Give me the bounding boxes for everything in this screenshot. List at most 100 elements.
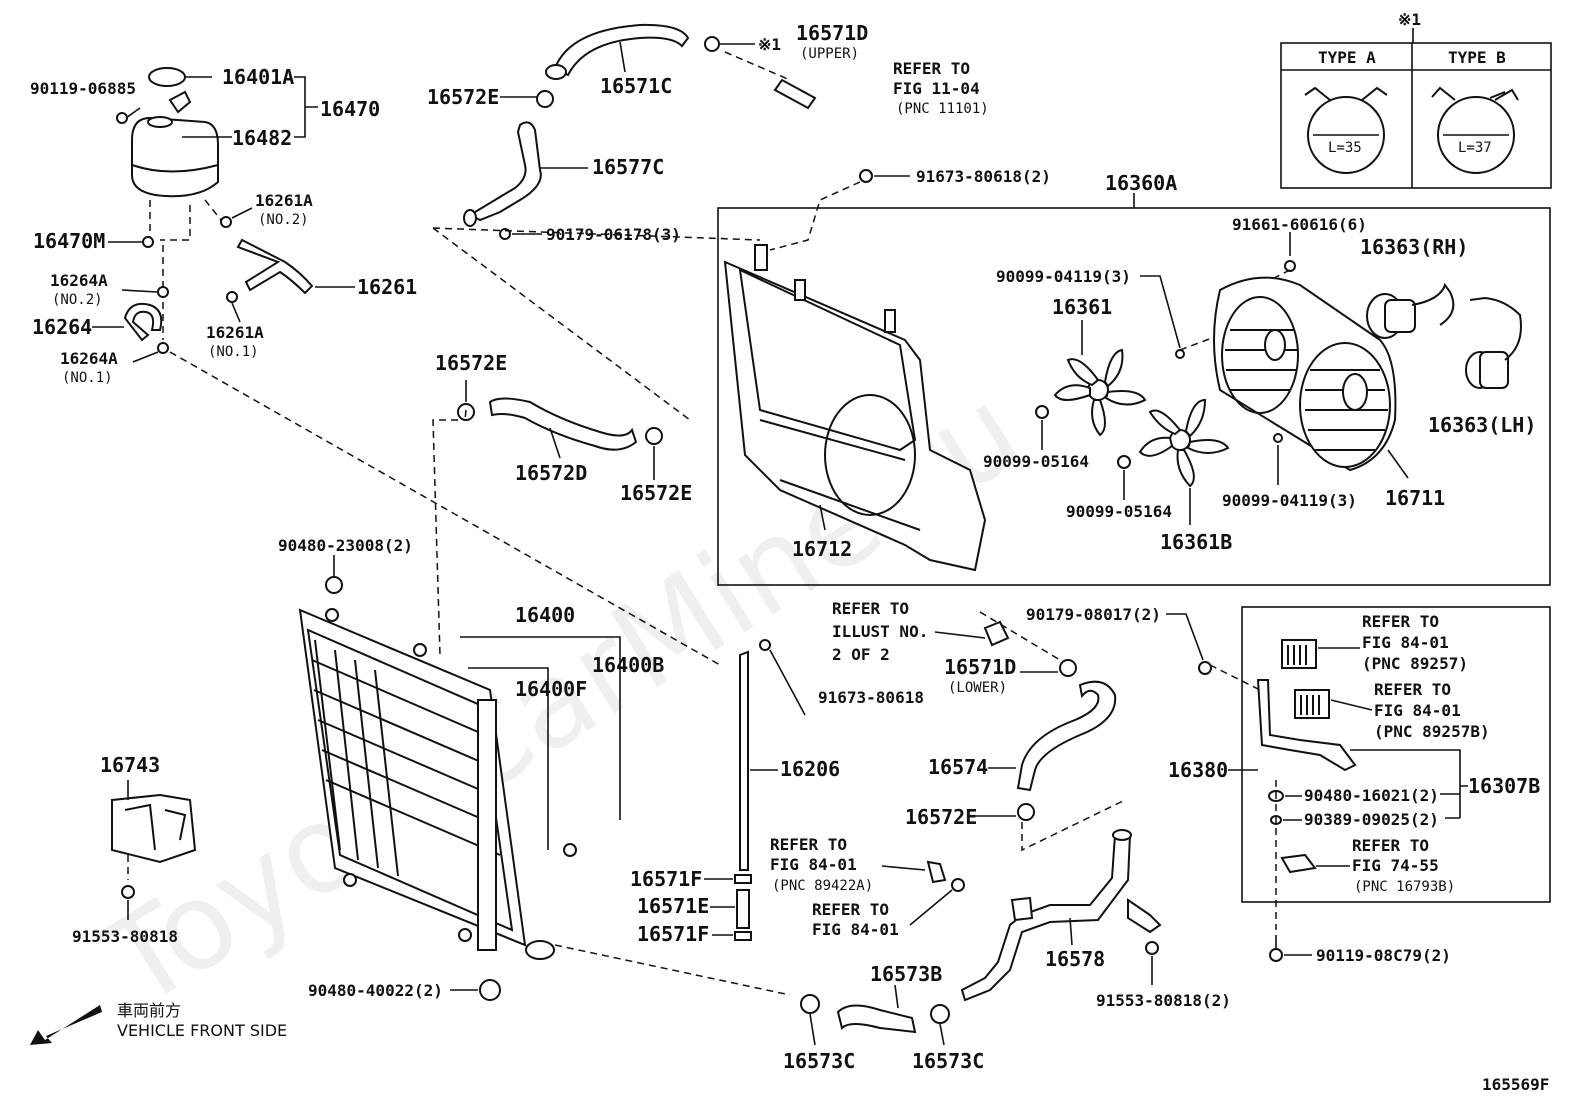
ref-11-04-line3: (PNC 11101) [896,101,989,117]
label-16261A-no1: 16261A [206,323,264,342]
ref-89257-line1: REFER TO [1362,612,1439,631]
ref-89257-line3: (PNC 89257) [1362,654,1468,673]
label-90389-09025: 90389-09025(2) [1304,810,1439,829]
ref-89422A-line2: FIG 84-01 [770,855,857,874]
clip-icon [704,36,720,52]
label-no1-a: (NO.1) [208,344,259,360]
hose-16571C [553,23,690,77]
label-91553-80818-b: 91553-80818(2) [1096,991,1231,1010]
label-no2-b: (NO.2) [52,292,103,308]
label-16307B: 16307B [1468,774,1540,798]
drain-plug-icon [563,843,577,857]
clip-type-box [1280,42,1552,189]
label-16712: 16712 [792,537,852,561]
refer-illust-line2: ILLUST NO. [832,622,928,641]
label-16400: 16400 [515,603,575,627]
label-no1-b: (NO.1) [62,370,113,386]
clip-type-a-label: TYPE A [1318,48,1376,67]
label-16571D-upper: 16571D [796,21,868,45]
label-16571D-lower: 16571D [944,655,1016,679]
nut-icon [1117,455,1131,469]
sensor-icon [926,860,947,884]
label-16572E-a: 16572E [427,85,499,109]
clamp-16571F-b [734,931,752,941]
label-91553-80818-a: 91553-80818 [72,927,178,946]
label-91673-80618-2: 91673-80618(2) [916,167,1051,186]
ref-89257B-line3: (PNC 89257B) [1374,722,1490,741]
label-upper: (UPPER) [800,46,859,62]
hose-16574 [1016,680,1117,792]
pipe-16206 [739,650,749,871]
radiator-16400 [298,608,555,960]
fan-blade-16361B [1138,398,1230,488]
pipe-16578 [960,834,1132,1002]
nut-icon [1198,661,1212,675]
ref-11-04-line2: FIG 11-04 [893,79,980,98]
bolt-icon [1269,948,1283,962]
fan-housing-16711 [1213,276,1397,472]
clip-icon [157,342,169,354]
vehicle-front-arrow-icon [30,1005,102,1045]
diagram-id: 165569F [1482,1075,1549,1094]
hose-16573B [836,1004,917,1034]
hose-16264 [123,302,163,342]
clip-type-a-icon [1304,86,1388,174]
label-90119-08C79: 90119-08C79(2) [1316,946,1451,965]
label-plate-icon [1280,853,1317,874]
gasket-icon [951,878,965,892]
label-16361B: 16361B [1160,530,1232,554]
bolt-icon [759,639,771,651]
label-16573C-a: 16573C [783,1049,855,1073]
label-16572E-c: 16572E [620,481,692,505]
ref-7455-line1: REFER TO [1352,836,1429,855]
label-16361: 16361 [1052,295,1112,319]
fan-motor-16363-rh [1366,282,1455,339]
label-16470: 16470 [320,97,380,121]
bolt-icon [1175,349,1185,359]
mount-cushion-icon [479,979,501,1001]
bolt-icon [1284,260,1296,272]
label-16578: 16578 [1045,947,1105,971]
bolt-icon [121,885,135,899]
clip-icon [536,90,554,108]
label-16206: 16206 [780,757,840,781]
vehicle-front-en: VEHICLE FRONT SIDE [117,1021,287,1040]
label-16363-rh: 16363(RH) [1360,235,1468,259]
ref-8401-line2: FIG 84-01 [812,920,899,939]
label-16261: 16261 [357,275,417,299]
vehicle-front-jp: 車両前方 [117,1001,181,1020]
label-90099-04119-a: 90099-04119(3) [996,267,1131,286]
bolt-icon [859,169,873,183]
label-16572E-b: 16572E [435,351,507,375]
label-90099-04119-b: 90099-04119(3) [1222,491,1357,510]
hose-16261 [236,238,314,295]
ref-89257-line2: FIG 84-01 [1362,633,1449,652]
label-16360A: 16360A [1105,171,1177,195]
label-90099-05164-b: 90099-05164 [1066,502,1172,521]
clamp-16571F-a [734,874,752,884]
label-16380: 16380 [1168,758,1228,782]
ref-89422A-line1: REFER TO [770,835,847,854]
label-16400F: 16400F [515,677,587,701]
ref-89257B-line1: REFER TO [1374,680,1451,699]
clip-type-b-label: TYPE B [1448,48,1506,67]
label-lower: (LOWER) [948,680,1007,696]
label-16572D: 16572D [515,461,587,485]
ref-8401-line1: REFER TO [812,900,889,919]
label-16573C-b: 16573C [912,1049,984,1073]
shroud-16712 [723,244,987,572]
refer-illust-line3: 2 OF 2 [832,645,890,664]
clip-icon [1017,803,1035,821]
ref-89257B-line2: FIG 84-01 [1374,701,1461,720]
label-91673-80618: 91673-80618 [818,688,924,707]
label-16573B: 16573B [870,962,942,986]
hose-16571E [736,889,750,929]
label-91661-60616: 91661-60616(6) [1232,215,1367,234]
label-16711: 16711 [1385,486,1445,510]
hose-ref-11-04 [773,78,817,110]
label-90119-06885: 90119-06885 [30,79,136,98]
pipe-16577C [467,121,542,222]
label-16264A-no2: 16264A [50,271,108,290]
label-90179-08017: 90179-08017(2) [1026,605,1161,624]
